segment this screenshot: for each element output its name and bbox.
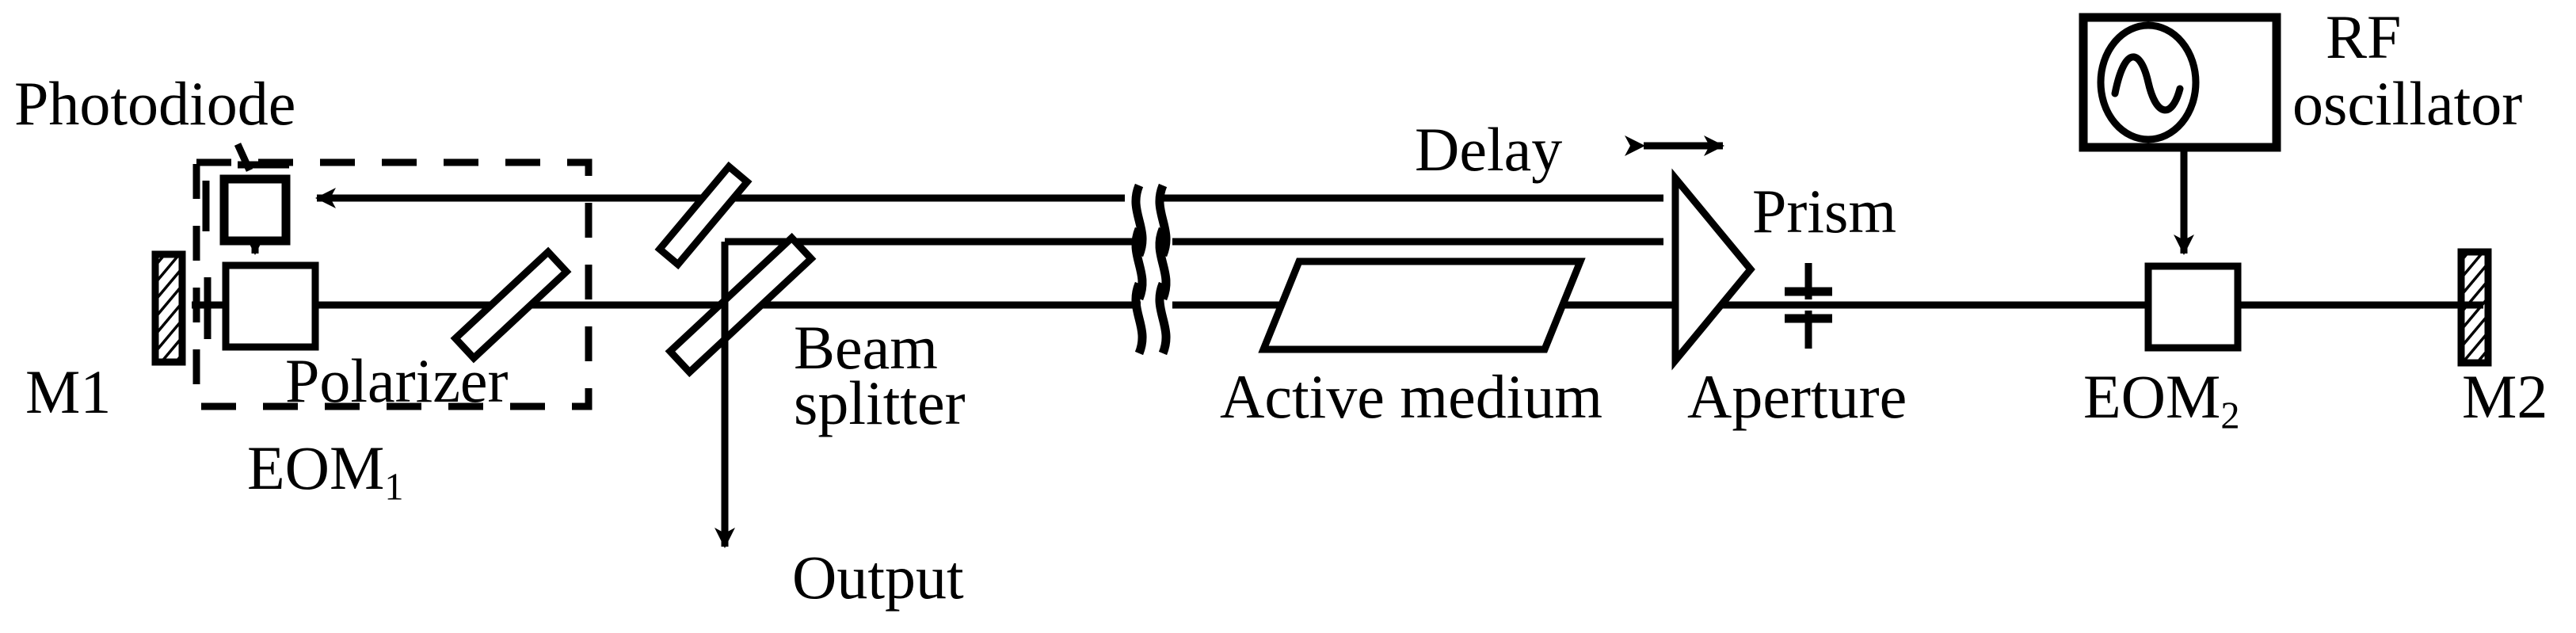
aperture-stop[interactable] <box>1785 263 1832 349</box>
delay-label: Delay <box>1415 115 1563 184</box>
prism-retroreflector[interactable] <box>1671 168 1755 371</box>
rf-oscillator-label-line2: oscillator <box>2292 69 2523 138</box>
beam-splitter-label-line2: splitter <box>794 368 966 437</box>
polarizer-plate[interactable] <box>450 246 572 364</box>
eom1-label-subscript: 1 <box>384 466 404 509</box>
prism-label: Prism <box>1752 177 1897 246</box>
mirror-m2[interactable] <box>2457 248 2492 367</box>
eom2-label: EOM2 <box>2083 366 2240 436</box>
polarizer-label: Polarizer <box>285 346 509 415</box>
eom2-crystal[interactable] <box>2144 262 2242 352</box>
output-label: Output <box>792 543 964 612</box>
rf-oscillator-source[interactable] <box>2079 13 2281 255</box>
active-medium-label: Active medium <box>1220 362 1603 431</box>
beam-splitter-label-line1: Beam <box>794 313 938 382</box>
eom1-label: EOM1 <box>247 437 404 507</box>
rf-oscillator-label-line1: RF <box>2326 2 2402 71</box>
beam-splitter-upper[interactable] <box>654 161 753 270</box>
beam-break-symbol <box>1131 183 1171 356</box>
eom1-dashed-group <box>192 158 593 410</box>
eom2-label-text: EOM <box>2083 362 2221 431</box>
photodiode-label: Photodiode <box>14 69 296 138</box>
aperture-label: Aperture <box>1687 362 1907 431</box>
m1-label: M1 <box>25 357 112 426</box>
active-medium-rod[interactable] <box>1258 257 1586 353</box>
m2-label: M2 <box>2462 362 2548 431</box>
beam-splitter-main[interactable] <box>665 232 817 378</box>
mirror-m1[interactable] <box>151 250 186 366</box>
eom1-crystal[interactable] <box>204 261 319 351</box>
eom2-label-subscript: 2 <box>2220 395 2240 437</box>
eom1-label-text: EOM <box>247 433 385 502</box>
